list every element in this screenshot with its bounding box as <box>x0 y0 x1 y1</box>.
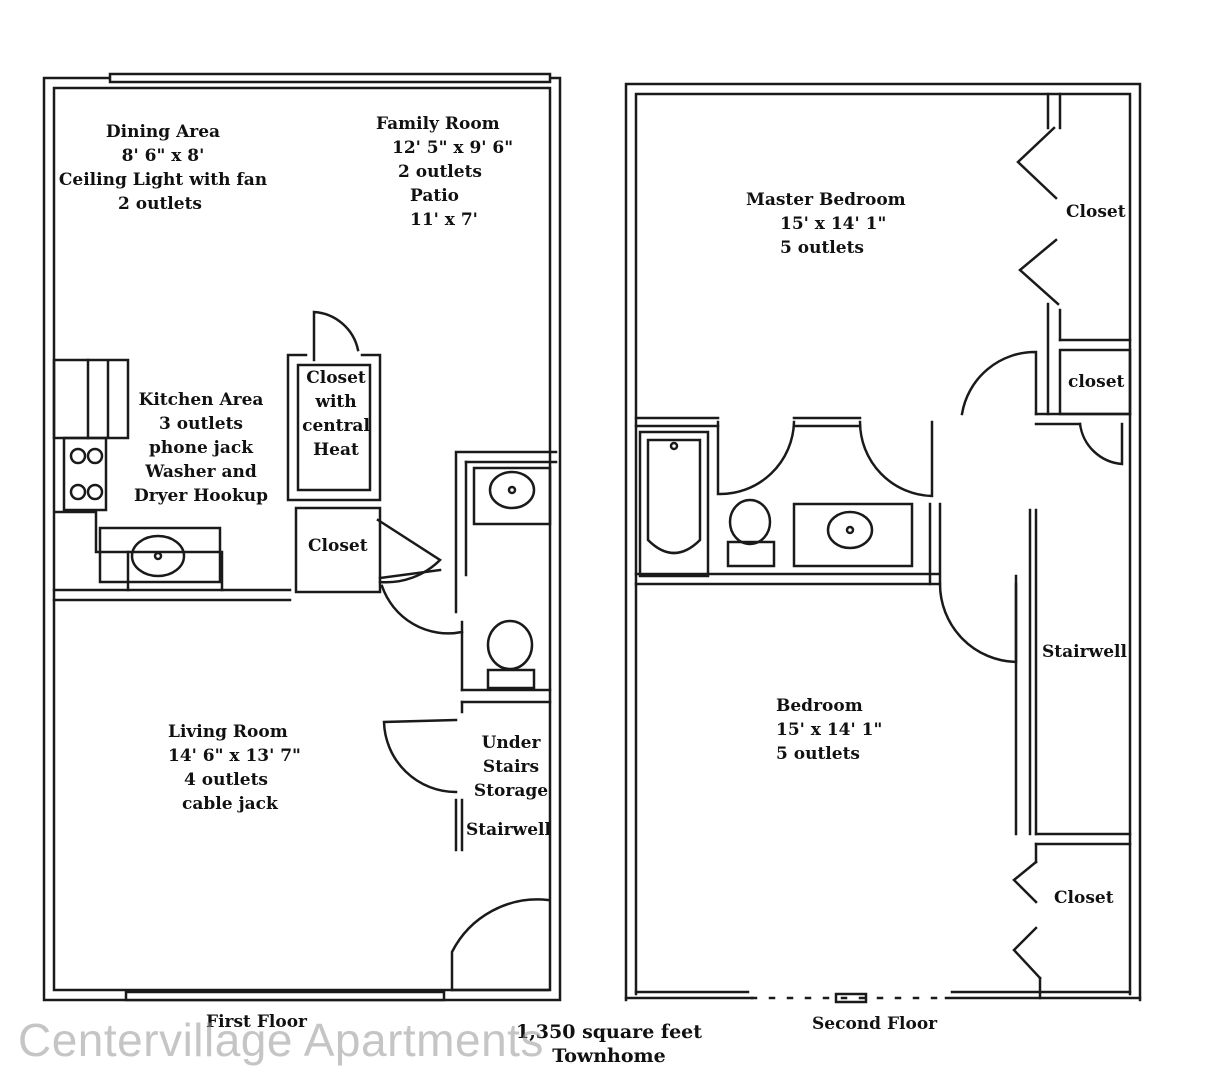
first-floor-plan <box>42 72 562 1002</box>
kitchen-outlets: 3 outlets <box>159 414 243 434</box>
heat-closet-line1: Closet <box>306 368 366 388</box>
dining-area-size: 8' 6" x 8' <box>121 146 205 166</box>
dining-area-outlets: 2 outlets <box>118 194 202 214</box>
bedroom-door <box>938 582 1018 664</box>
bath-sink <box>488 470 536 510</box>
hall-door-swing <box>378 568 464 635</box>
master-closet-label: Closet <box>1066 202 1126 222</box>
bedroom-label: Bedroom 15' x 14' 1" 5 outlets <box>776 694 882 766</box>
kitchen-phone: phone jack <box>149 438 253 458</box>
heat-closet-door <box>312 310 360 362</box>
heat-closet-line3: central <box>302 416 370 436</box>
kitchen-sink <box>130 534 186 578</box>
patio-label: Patio <box>410 186 459 206</box>
storage-line2: Stairs <box>482 757 540 777</box>
heat-closet-line4: Heat <box>313 440 359 460</box>
storage-line3: Storage <box>473 781 549 801</box>
kitchen-cabinet-upper <box>52 358 130 440</box>
entry-door <box>450 898 550 992</box>
square-footage: 1,350 square feet <box>515 1021 703 1043</box>
bedroom-outlets: 5 outlets <box>776 744 860 764</box>
bedroom-closet-label: Closet <box>1054 888 1114 908</box>
master-bedroom-outlets: 5 outlets <box>780 238 864 258</box>
master-closet-door-upper <box>1016 126 1058 200</box>
kitchen-washer: Washer and <box>145 462 257 482</box>
second-floor-stairwell-label: Stairwell <box>1042 642 1127 662</box>
kitchen-area-label: Kitchen Area 3 outlets phone jack Washer… <box>126 388 276 508</box>
second-floor-inner-wall <box>634 92 1132 996</box>
heat-closet-line2: with <box>315 392 357 412</box>
bedroom-closet-door-upper <box>1012 860 1038 904</box>
unit-type: Townhome <box>552 1045 666 1067</box>
bedroom-size: 15' x 14' 1" <box>776 720 883 740</box>
heat-closet-label: Closet with central Heat <box>296 366 376 462</box>
heat-closet-wall <box>286 353 382 502</box>
bottom-window <box>124 990 446 1002</box>
master-closet-door-lower <box>1018 238 1060 306</box>
toilet-2 <box>726 540 776 568</box>
first-floor-inner-wall <box>52 86 552 992</box>
bath-wall <box>454 450 558 614</box>
living-room-cable: cable jack <box>182 794 278 814</box>
kitchen-area-name: Kitchen Area <box>138 390 264 410</box>
first-floor-caption: First Floor <box>206 1012 307 1032</box>
second-floor-window <box>834 992 868 1004</box>
master-bedroom-name: Master Bedroom <box>746 190 906 210</box>
small-closet-wall <box>294 506 382 594</box>
first-floor-closet-label: Closet <box>308 536 368 556</box>
master-door <box>960 350 1038 416</box>
family-room-size: 12' 5" x 9' 6" <box>392 138 514 158</box>
family-room-name: Family Room <box>376 114 500 134</box>
top-window <box>108 72 552 84</box>
storage-door <box>382 718 458 794</box>
bathtub <box>638 430 710 578</box>
living-room-size: 14' 6" x 13' 7" <box>168 746 301 766</box>
master-bedroom-size: 15' x 14' 1" <box>780 214 887 234</box>
kitchen-counter <box>54 510 224 592</box>
living-room-outlets: 4 outlets <box>184 770 268 790</box>
second-floor-outer-wall <box>624 82 1142 1002</box>
dining-area-name: Dining Area <box>105 122 221 142</box>
stove <box>62 436 108 512</box>
living-room-label: Living Room 14' 6" x 13' 7" 4 outlets ca… <box>150 720 350 816</box>
watermark: Centervillage Apartments <box>18 1014 544 1066</box>
bath-vanity <box>472 466 552 526</box>
toilet <box>486 668 536 690</box>
patio-size: 11' x 7' <box>410 210 478 230</box>
living-room-name: Living Room <box>168 722 288 742</box>
dining-area-note: Ceiling Light with fan <box>58 170 268 190</box>
bath-door <box>716 420 796 496</box>
vanity-2 <box>792 502 914 568</box>
small-closet-door <box>1078 422 1124 466</box>
family-room-outlets: 2 outlets <box>398 162 482 182</box>
second-floor-plan <box>624 82 1142 1004</box>
dining-area-label: Dining Area 8' 6" x 8' Ceiling Light wit… <box>58 120 268 216</box>
second-floor-caption: Second Floor <box>812 1014 938 1034</box>
hall-door <box>858 420 934 498</box>
sink-2 <box>826 510 874 550</box>
small-closet-label: closet <box>1068 372 1125 392</box>
kitchen-dryer: Dryer Hookup <box>133 486 269 506</box>
bedroom-closet-door-lower <box>1012 926 1042 980</box>
footer-label: 1,350 square feet Townhome <box>504 1020 714 1068</box>
family-room-label: Family Room 12' 5" x 9' 6" 2 outlets Pat… <box>376 112 513 232</box>
master-bedroom-label: Master Bedroom 15' x 14' 1" 5 outlets <box>746 188 906 260</box>
bedroom-name: Bedroom <box>776 696 863 716</box>
storage-line1: Under <box>481 733 541 753</box>
storage-label: Under Stairs Storage <box>468 731 554 803</box>
first-floor-stairwell-label: Stairwell <box>466 820 551 840</box>
closet-door-swing <box>376 518 442 584</box>
